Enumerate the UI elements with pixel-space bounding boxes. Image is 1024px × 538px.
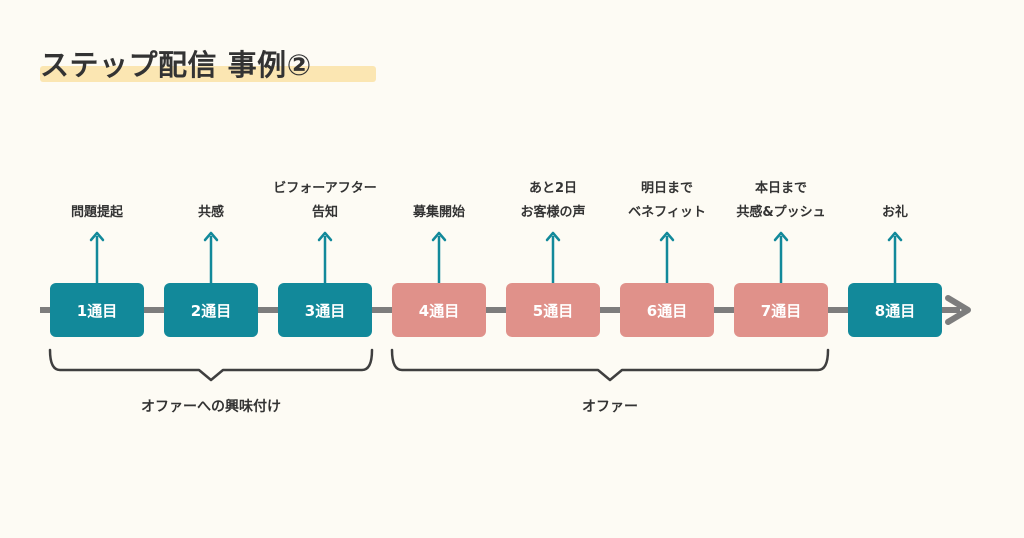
annotation-line: 問題提起 [70,205,123,220]
annotation-arrow-head [89,231,105,242]
group-label-1: オファーへの興味付け [141,399,281,415]
step-annotation-4: 募集開始 [359,201,519,225]
step-label: 4通目 [418,301,460,320]
timeline-arrowhead [945,295,971,325]
annotation-line: 明日まで [640,181,693,196]
group-brackets [48,348,830,382]
step-label: 6通目 [646,301,688,320]
step-box-1: 1通目 [50,283,144,337]
annotation-arrow-head [659,231,675,242]
step-box-4: 4通目 [392,283,486,337]
annotation-line: 本日まで [754,181,807,196]
step-box-3: 3通目 [278,283,372,337]
step-label: 5通目 [532,301,574,320]
step-box-2: 2通目 [164,283,258,337]
group-label-2: オファー [582,399,638,415]
group-bracket-2 [390,348,830,382]
annotation-arrow-head [887,231,903,242]
step-label: 3通目 [304,301,346,320]
step-label: 1通目 [76,301,118,320]
step-annotation-6: 明日までベネフィット [587,177,747,225]
step-box-7: 7通目 [734,283,828,337]
page-title: ステップ配信 事例② [40,48,312,82]
step-annotation-5: あと2日お客様の声 [473,177,633,225]
annotation-line: あと2日 [528,181,578,196]
annotation-line: 共感&プッシュ [736,205,826,220]
annotation-line: 告知 [311,205,338,220]
step-annotation-2: 共感 [131,201,291,225]
annotation-line: お礼 [881,205,908,220]
step-label: 8通目 [874,301,916,320]
annotation-arrow-head [203,231,219,242]
annotation-arrow-head [431,231,447,242]
annotation-line: 募集開始 [412,205,465,220]
title-block: ステップ配信 事例② [40,42,376,84]
step-annotation-7: 本日まで共感&プッシュ [701,177,861,225]
step-box-8: 8通目 [848,283,942,337]
annotation-arrow-head [317,231,333,242]
annotation-arrow-head [773,231,789,242]
annotation-line: ベネフィット [628,205,706,220]
annotation-arrows [89,231,903,283]
step-box-6: 6通目 [620,283,714,337]
step-annotation-3: ビフォーアフター告知 [245,177,405,225]
annotation-line: 共感 [197,205,224,220]
step-annotation-1: 問題提起 [17,201,177,225]
annotation-arrow-head [545,231,561,242]
step-label: 7通目 [760,301,802,320]
group-bracket-1 [48,348,374,382]
step-box-5: 5通目 [506,283,600,337]
step-label: 2通目 [190,301,232,320]
step-annotation-8: お礼 [815,201,975,225]
title-highlight [40,66,376,82]
annotation-line: ビフォーアフター [273,181,377,196]
annotation-line: お客様の声 [520,205,586,220]
